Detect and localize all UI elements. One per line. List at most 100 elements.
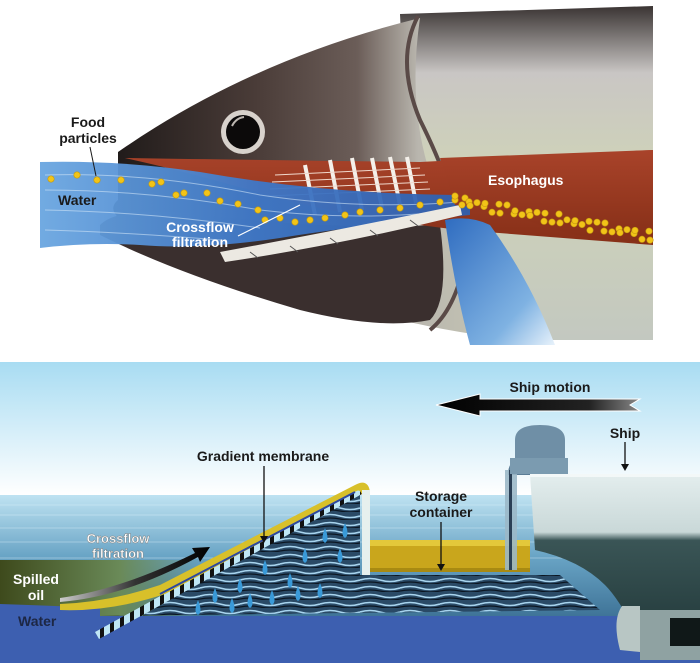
water-droplet	[247, 593, 253, 608]
food-particle	[203, 189, 211, 197]
food-particle	[458, 201, 466, 209]
label-ship: Ship	[610, 425, 640, 441]
food-particle	[541, 209, 549, 217]
storage-leader-head	[437, 564, 445, 571]
label-crossflow-top-1: Crossflow	[166, 219, 234, 235]
food-particle	[254, 206, 262, 214]
food-particle	[555, 210, 563, 218]
bottom-panel-labels: Ship motion Ship Gradient membrane Stora…	[13, 379, 640, 629]
food-particle	[481, 199, 489, 207]
label-spilled: Spilled	[13, 571, 59, 587]
fish-eye	[221, 110, 265, 154]
food-particle	[341, 211, 349, 219]
food-particle	[556, 219, 564, 227]
label-water-top: Water	[58, 192, 97, 208]
sky	[0, 362, 700, 495]
food-particle	[533, 208, 541, 216]
food-particle	[600, 227, 608, 235]
food-particle	[578, 221, 586, 229]
food-particle	[608, 228, 616, 236]
label-crossflow-top-2: filtration	[172, 234, 228, 250]
food-particle	[601, 219, 609, 227]
storage-container	[362, 490, 530, 575]
crossflow-leader-top	[237, 204, 301, 237]
food-particle	[416, 201, 424, 209]
food-particle	[93, 176, 101, 184]
food-particle	[511, 207, 519, 215]
food-particle	[593, 218, 601, 226]
ship-deck	[530, 474, 700, 477]
food-particle	[234, 200, 242, 208]
food-particle	[646, 236, 654, 244]
food-particle	[216, 197, 224, 205]
label-storage: Storage	[415, 488, 467, 504]
water-droplet	[262, 560, 268, 575]
food-particle	[356, 208, 364, 216]
label-water-bottom: Water	[18, 613, 57, 629]
water-droplet	[195, 600, 201, 615]
food-particle	[157, 178, 165, 186]
food-particle	[645, 227, 653, 235]
food-particle	[623, 226, 631, 234]
food-particle	[540, 217, 548, 225]
oil-layer	[60, 482, 370, 611]
filtered-water-zone	[100, 490, 600, 640]
membrane-edge	[159, 491, 356, 595]
food-particle	[376, 206, 384, 214]
filter-teeth	[249, 219, 419, 259]
food-particle	[321, 214, 329, 222]
food-particle	[473, 199, 481, 207]
label-gradient-membrane: Gradient membrane	[197, 448, 329, 464]
gradient-membrane-leader-head	[260, 536, 268, 543]
label-ship-motion: Ship motion	[510, 379, 591, 395]
label-oil: oil	[28, 587, 44, 603]
food-particle	[503, 201, 511, 209]
water-stream	[40, 161, 470, 248]
ship-hull	[530, 474, 700, 640]
food-particle	[172, 191, 180, 199]
water-droplet	[287, 573, 293, 588]
food-particle	[117, 176, 125, 184]
water-droplets	[195, 523, 348, 615]
ship-motion-arrow	[435, 393, 642, 417]
crossflow-filter	[220, 205, 462, 262]
water-wedge	[0, 604, 100, 640]
food-particle	[548, 218, 556, 226]
food-particle	[616, 229, 624, 237]
food-particle	[148, 180, 156, 188]
gill-outflow	[445, 218, 555, 345]
food-particle	[47, 175, 55, 183]
label-crossflow-bottom-1: Crossflow	[87, 531, 151, 546]
food-particle	[585, 217, 593, 225]
food-particle	[488, 208, 496, 216]
water-droplet	[229, 598, 235, 613]
food-particles	[47, 171, 654, 244]
food-particles-leader	[89, 146, 97, 177]
food-particle	[396, 204, 404, 212]
oil-pump	[505, 425, 568, 570]
ship-keel-opening	[670, 618, 700, 646]
water-droplet	[237, 578, 243, 593]
water-droplet	[317, 583, 323, 598]
food-particle	[586, 226, 594, 234]
label-esophagus: Esophagus	[488, 172, 564, 188]
food-particle	[526, 212, 534, 220]
food-particle	[291, 218, 299, 226]
fish-illustration	[40, 6, 653, 345]
food-particle	[571, 217, 579, 225]
label-food: Food	[71, 114, 105, 130]
food-particle	[436, 198, 444, 206]
food-particle	[306, 216, 314, 224]
food-particle	[563, 216, 571, 224]
food-particle	[451, 192, 459, 200]
water-droplet	[269, 590, 275, 605]
ship-leader-head	[621, 464, 629, 471]
food-particle	[638, 235, 646, 243]
water-band	[0, 616, 700, 663]
label-crossflow-bottom-2: filtration	[92, 546, 144, 561]
crossflow-arrow	[60, 547, 210, 602]
food-particle	[518, 211, 526, 219]
gradient-membrane	[95, 487, 362, 639]
food-particle	[73, 171, 81, 179]
